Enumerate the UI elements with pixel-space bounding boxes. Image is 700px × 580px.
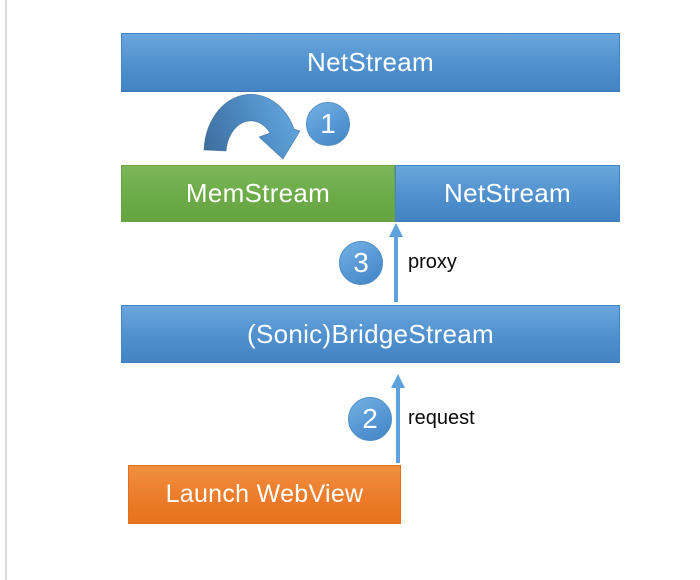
step-badge-2-number: 2 <box>362 403 378 434</box>
request-up-arrow-icon <box>391 374 405 463</box>
node-launch-webview: Launch WebView <box>128 465 401 524</box>
node-netstream-top: NetStream <box>121 33 620 92</box>
node-netstream-top-label: NetStream <box>307 47 434 77</box>
step-badge-3: 3 <box>339 241 383 285</box>
step-badge-3-number: 3 <box>353 247 369 278</box>
proxy-up-arrow-icon <box>389 223 403 302</box>
node-memstream: MemStream <box>121 165 395 222</box>
node-netstream-mid: NetStream <box>395 165 620 222</box>
node-netstream-mid-label: NetStream <box>444 178 571 208</box>
step-badge-1: 1 <box>306 102 350 146</box>
proxy-arrow-label: proxy <box>408 251 457 273</box>
request-arrow-label: request <box>408 407 475 429</box>
node-launch-webview-label: Launch WebView <box>165 480 364 508</box>
step-badge-2: 2 <box>348 397 392 441</box>
page-margin-rule <box>5 0 7 580</box>
node-memstream-label: MemStream <box>185 178 331 208</box>
step-badge-1-number: 1 <box>320 108 336 139</box>
curved-arrow-icon <box>203 93 301 160</box>
node-bridgestream-label: (Sonic)BridgeStream <box>246 318 494 349</box>
node-bridgestream: (Sonic)BridgeStream <box>121 305 620 363</box>
